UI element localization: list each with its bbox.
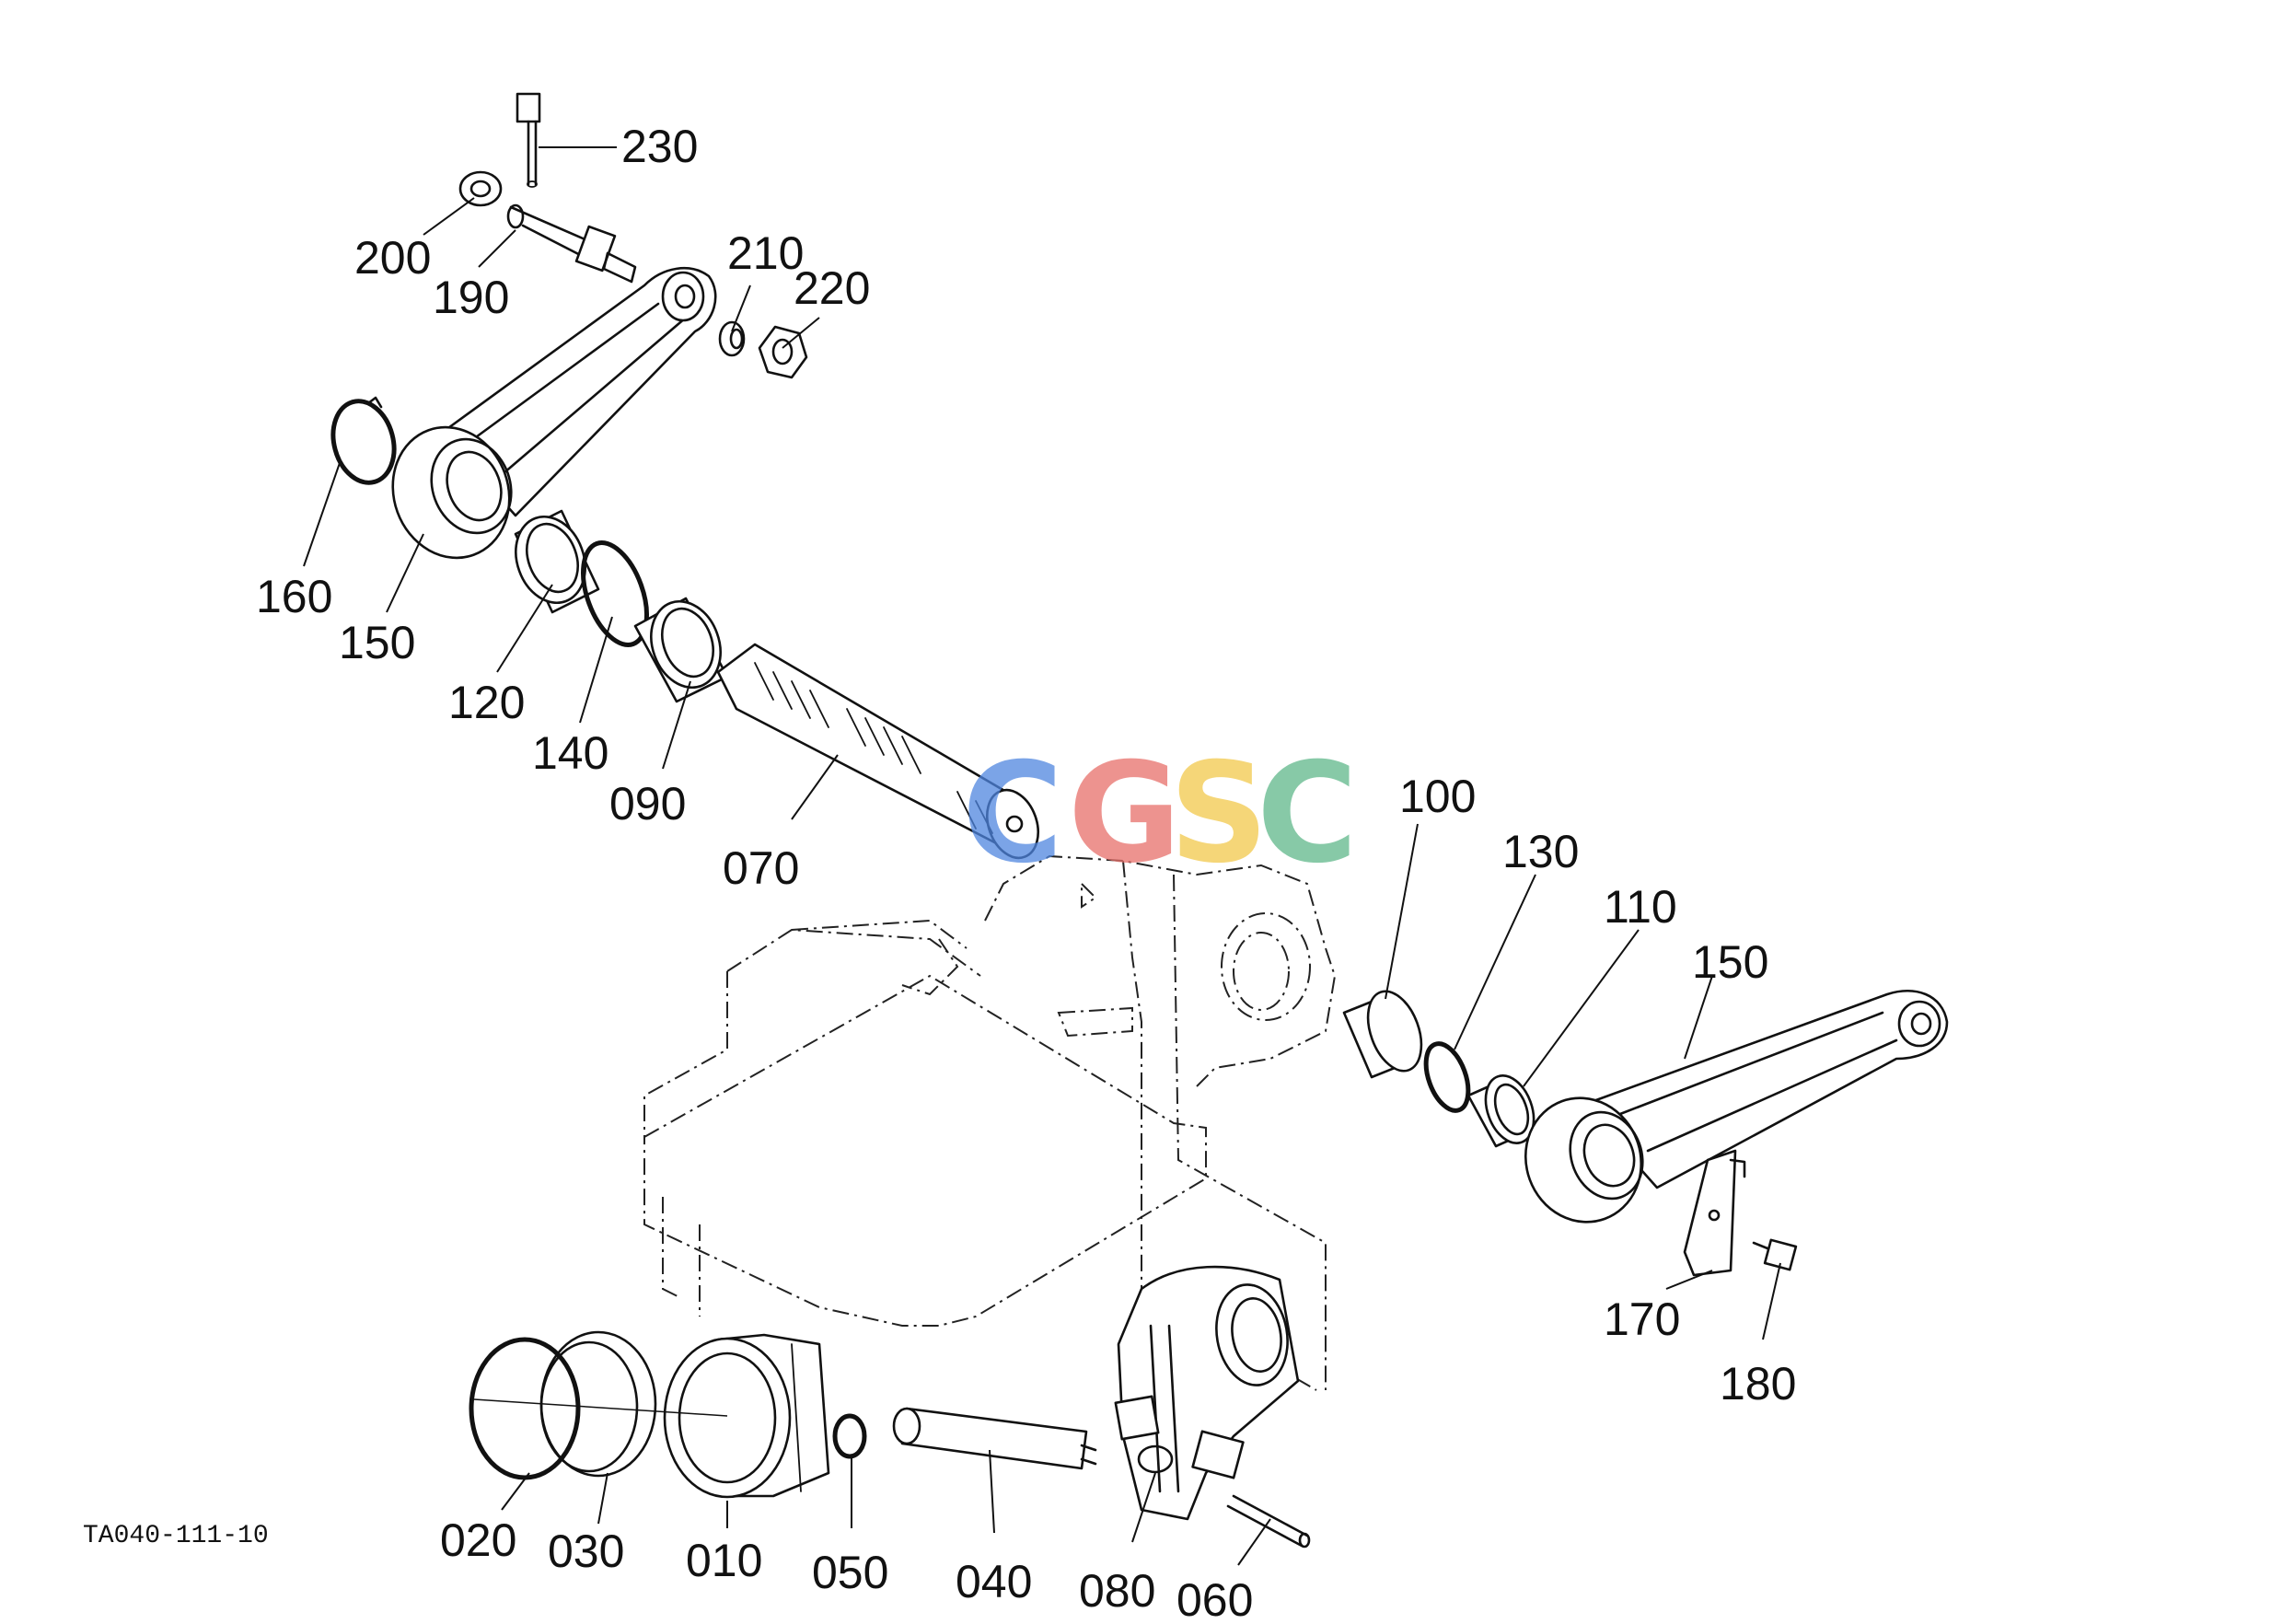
part-180-bolt: [1752, 1238, 1798, 1271]
watermark: C G S C: [962, 734, 1358, 894]
part-labels: 230 200 190 210 220 160 150 120 140 090 …: [256, 121, 1796, 1624]
label-030: 030: [548, 1525, 624, 1577]
watermark-letter-4: C: [1257, 734, 1358, 894]
label-160: 160: [256, 571, 332, 622]
label-150-upper: 150: [339, 617, 415, 668]
part-140-o-ring: [581, 540, 649, 647]
label-120: 120: [448, 677, 525, 728]
part-220-nut: [758, 325, 808, 379]
label-090: 090: [609, 778, 686, 829]
label-150-lower: 150: [1692, 936, 1768, 988]
part-010-piston: [663, 1333, 830, 1499]
label-230: 230: [621, 121, 698, 172]
watermark-letter-1: C: [962, 734, 1063, 894]
part-150-lift-arm-left: [391, 266, 717, 560]
part-200-washer: [458, 170, 503, 207]
label-200: 200: [354, 232, 431, 284]
label-110: 110: [1604, 881, 1677, 933]
label-140: 140: [532, 727, 608, 779]
label-130: 130: [1502, 826, 1579, 877]
label-170: 170: [1604, 1293, 1680, 1345]
watermark-letter-2: G: [1068, 734, 1181, 894]
drawing-code: TA040-111-10: [83, 1522, 269, 1550]
label-040: 040: [956, 1556, 1032, 1607]
part-120-bushing: [514, 509, 600, 614]
part-050-o-ring: [832, 1413, 867, 1459]
label-100: 100: [1399, 771, 1476, 822]
part-030-backup-ring: [539, 1330, 657, 1478]
part-230-pin: [516, 92, 541, 188]
transmission-housing-outline: [643, 854, 1337, 1391]
label-050: 050: [812, 1547, 888, 1598]
part-130-o-ring: [1423, 1041, 1471, 1113]
part-070-lift-shaft: [716, 643, 1039, 860]
part-170-plate: [1683, 1149, 1746, 1277]
leader-lines: [303, 146, 1781, 1566]
watermark-letter-3: S: [1169, 734, 1269, 894]
part-150-lift-arm-right: [1524, 990, 1949, 1224]
part-110-bushing: [1466, 1074, 1539, 1148]
part-100-bushing: [1342, 990, 1423, 1079]
part-090-bushing: [633, 597, 729, 703]
label-020: 020: [440, 1514, 516, 1566]
label-210: 210: [727, 227, 804, 279]
label-190: 190: [433, 272, 509, 323]
part-080-crank-arm: [1114, 1265, 1300, 1521]
part-210-lock-washer: [718, 320, 746, 357]
label-180: 180: [1720, 1358, 1796, 1409]
part-160-snap-ring: [330, 396, 397, 485]
part-020-o-ring: [469, 1337, 581, 1480]
part-040-rod: [892, 1407, 1097, 1470]
label-070: 070: [723, 842, 799, 894]
label-080: 080: [1079, 1565, 1155, 1617]
label-060: 060: [1176, 1574, 1253, 1624]
part-190-stud: [506, 203, 637, 284]
label-010: 010: [686, 1535, 762, 1586]
label-220: 220: [794, 262, 870, 314]
